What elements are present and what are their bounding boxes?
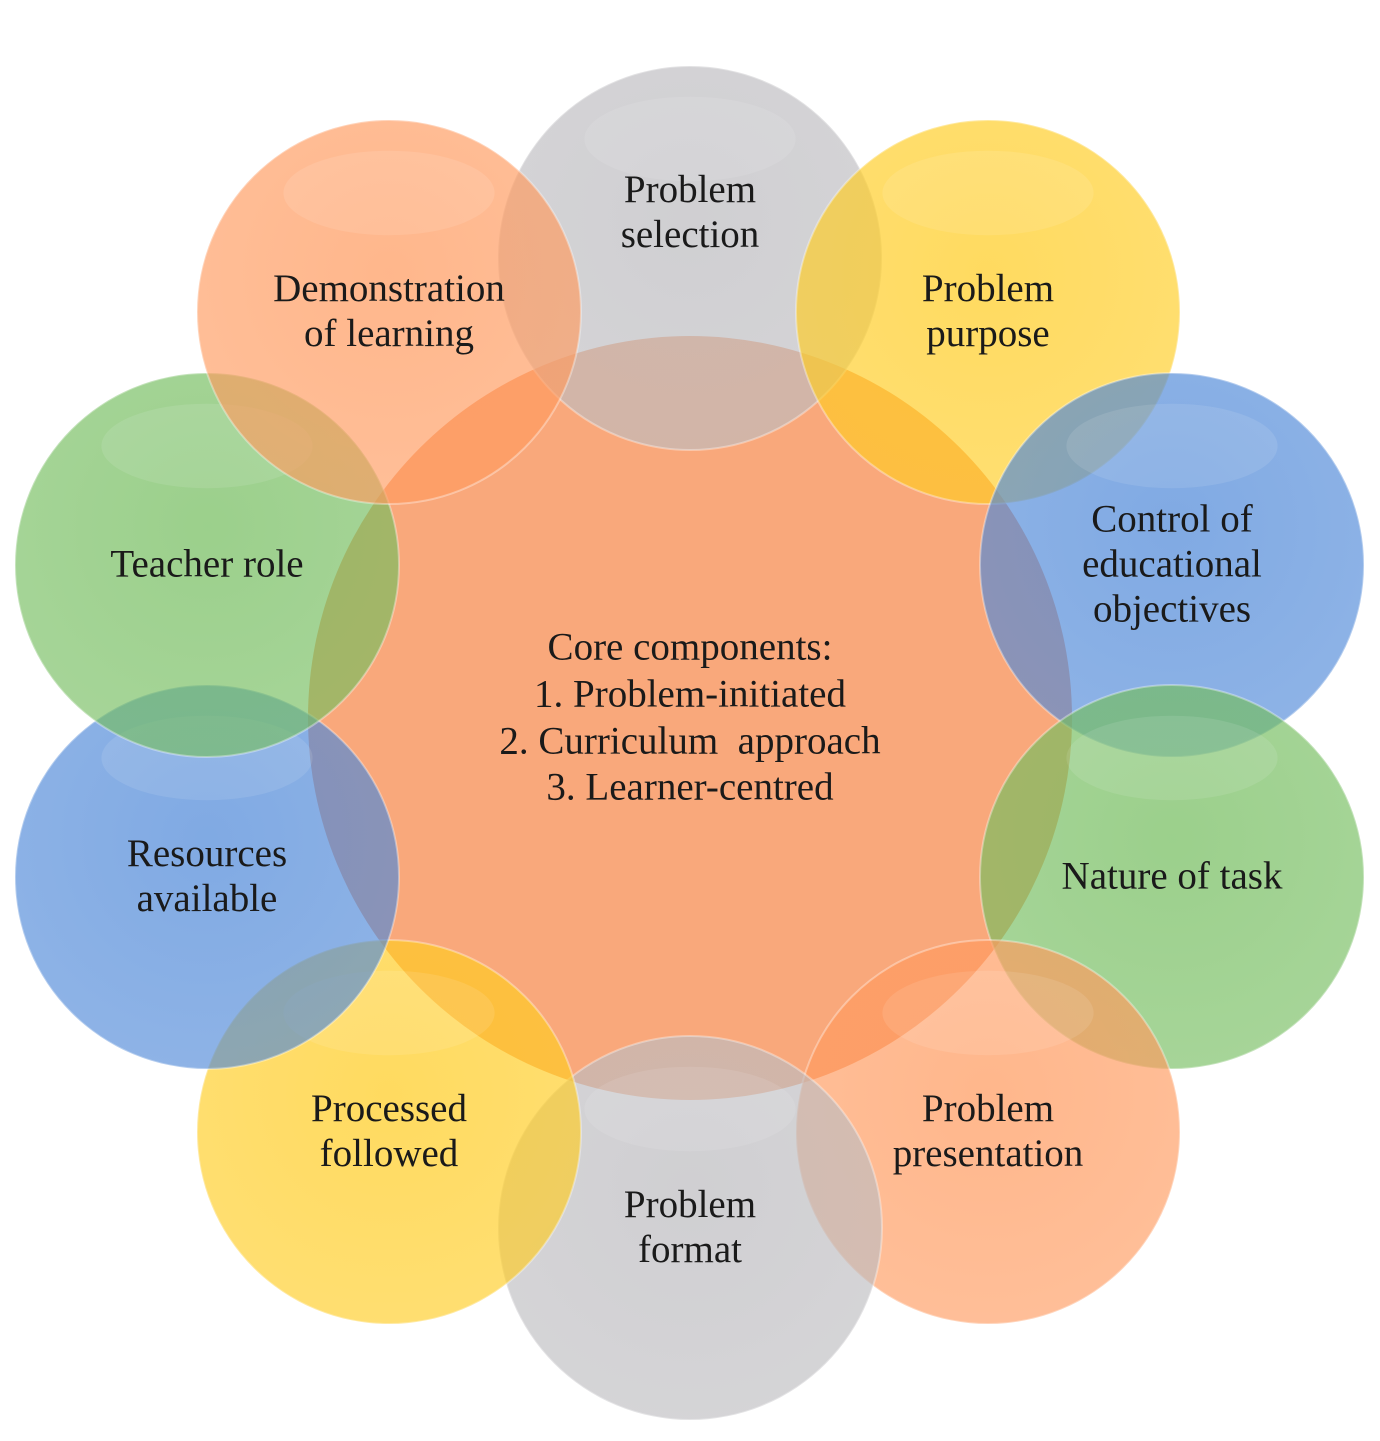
- nature-of-task-label-line: Nature of task: [1061, 854, 1283, 898]
- demonstration-of-learning-circle: [196, 119, 582, 505]
- control-of-educational-objectives-label-line: Control of: [1091, 497, 1253, 541]
- resources-available-label-line: Resources: [126, 832, 288, 876]
- problem-format-highlight: [584, 1066, 796, 1152]
- nature-of-task-label: Nature of task: [1062, 855, 1283, 900]
- problem-purpose-label-line: Problem: [921, 267, 1055, 311]
- problem-presentation-label-line: Problem: [921, 1087, 1055, 1131]
- problem-format-label-line: Problem: [623, 1183, 757, 1227]
- problem-purpose-label-line: purpose: [926, 312, 1050, 355]
- problem-format-label-line: format: [638, 1228, 742, 1271]
- problem-selection-label-line: selection: [620, 213, 760, 256]
- processed-followed-label-line: followed: [319, 1132, 459, 1175]
- nature-of-task-highlight: [1066, 715, 1278, 801]
- demonstration-of-learning-label-line: Demonstration: [273, 267, 505, 311]
- teacher-role-label-line: Teacher role: [110, 542, 304, 586]
- control-of-educational-objectives-highlight: [1066, 403, 1278, 489]
- core-components-label: Core components: 1. Problem-initiated 2.…: [499, 624, 880, 811]
- core-heading: Core components:: [547, 625, 833, 669]
- problem-selection-label-line: Problem: [623, 168, 757, 212]
- problem-presentation-highlight: [882, 970, 1094, 1056]
- resources-available-label-line: available: [136, 877, 278, 920]
- demonstration-of-learning-highlight: [283, 150, 495, 236]
- core-item-2: 2. Curriculum approach: [499, 719, 881, 762]
- problem-selection-highlight: [584, 96, 796, 182]
- control-of-educational-objectives-label-line: objectives: [1092, 587, 1252, 631]
- processed-followed-label-line: Processed: [311, 1087, 467, 1131]
- demonstration-of-learning-label-line: of learning: [303, 312, 475, 355]
- teacher-role-label: Teacher role: [110, 543, 303, 588]
- core-circle: [308, 336, 1072, 1100]
- control-of-educational-objectives-label-line: educational: [1082, 542, 1262, 586]
- problem-purpose-highlight: [882, 150, 1094, 236]
- core-item-3: 3. Learner-centred: [546, 765, 834, 809]
- core-item-1: 1. Problem-initiated: [534, 672, 846, 716]
- problem-presentation-label-line: presentation: [892, 1132, 1084, 1175]
